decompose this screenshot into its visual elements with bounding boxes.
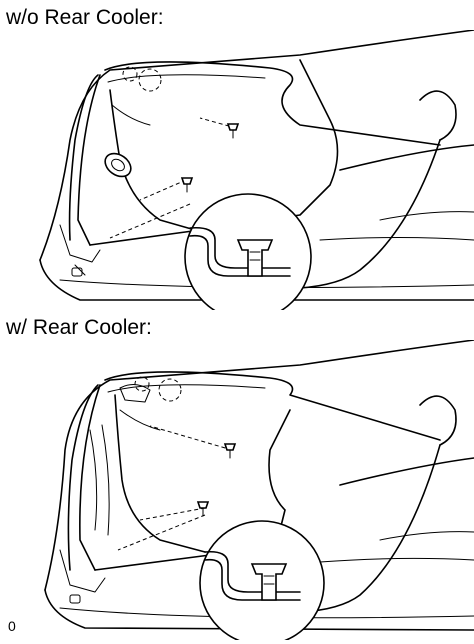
clip-icon (180, 123, 240, 193)
trunk-side-trim-cover (59, 89, 196, 263)
clip-icon (196, 443, 237, 517)
caption-with-rear-cooler: w/ Rear Cooler: (6, 316, 152, 339)
trunk-lid-weatherstrip (68, 61, 457, 289)
trunk-side-trim-cover (59, 384, 206, 593)
trunk-lid-weatherstrip (67, 371, 457, 613)
clip-detail-magnifier (184, 193, 312, 310)
diagram-without-rear-cooler (39, 30, 474, 310)
clip-callouts (109, 66, 237, 239)
trunk-body-outline (39, 30, 474, 301)
caption-without-rear-cooler: w/o Rear Cooler: (6, 6, 164, 29)
diagram-with-rear-cooler (44, 340, 474, 640)
figure-code: 0 (8, 618, 16, 634)
clip-detail-magnifier (199, 520, 325, 640)
clip-callouts (117, 376, 233, 551)
